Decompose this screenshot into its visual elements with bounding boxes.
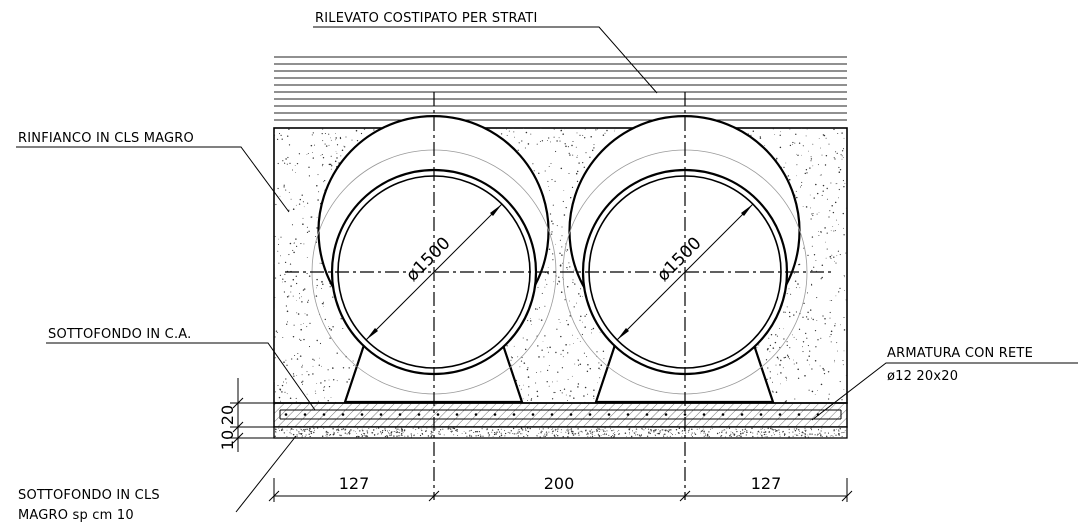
pipe-right-arrow-bottom xyxy=(617,328,629,340)
dimension-vertical-10: 10 xyxy=(218,430,237,450)
horizontal-dimension xyxy=(268,478,853,502)
pipe-right: ø1500 xyxy=(562,115,808,404)
sottofondo-ca-label: SOTTOFONDO IN C.A. xyxy=(48,327,191,342)
sottofondo-cls-label-line1: SOTTOFONDO IN CLS xyxy=(18,488,160,503)
dimension-vertical-20: 20 xyxy=(218,405,237,425)
rilevato-layers xyxy=(274,56,847,121)
pipe-left-arrow-bottom xyxy=(366,328,378,340)
sottofondo-ca-slab xyxy=(273,402,848,428)
sottofondo-cls-label-line2: MAGRO sp cm 10 xyxy=(18,508,134,523)
armatura-label-line1: ARMATURA CON RETE xyxy=(887,346,1033,361)
dimension-left-127: 127 xyxy=(339,474,370,493)
dimension-center-200: 200 xyxy=(544,474,575,493)
pipe-right-arrow-top xyxy=(741,204,753,216)
pipe-left-arrow-top xyxy=(490,204,502,216)
pipe-left: ø1500 xyxy=(311,115,557,404)
leader-lines xyxy=(16,26,1078,513)
vertical-dimension xyxy=(230,378,274,452)
sottofondo-cls-layer xyxy=(273,426,848,439)
rilevato-label: RILEVATO COSTIPATO PER STRATI xyxy=(315,11,537,26)
rinfianco-label: RINFIANCO IN CLS MAGRO xyxy=(18,131,194,146)
center-lines xyxy=(285,92,833,500)
rebar-dots xyxy=(284,413,820,416)
dimension-right-127: 127 xyxy=(751,474,782,493)
armatura-label-line2: ø12 20x20 xyxy=(887,369,958,384)
